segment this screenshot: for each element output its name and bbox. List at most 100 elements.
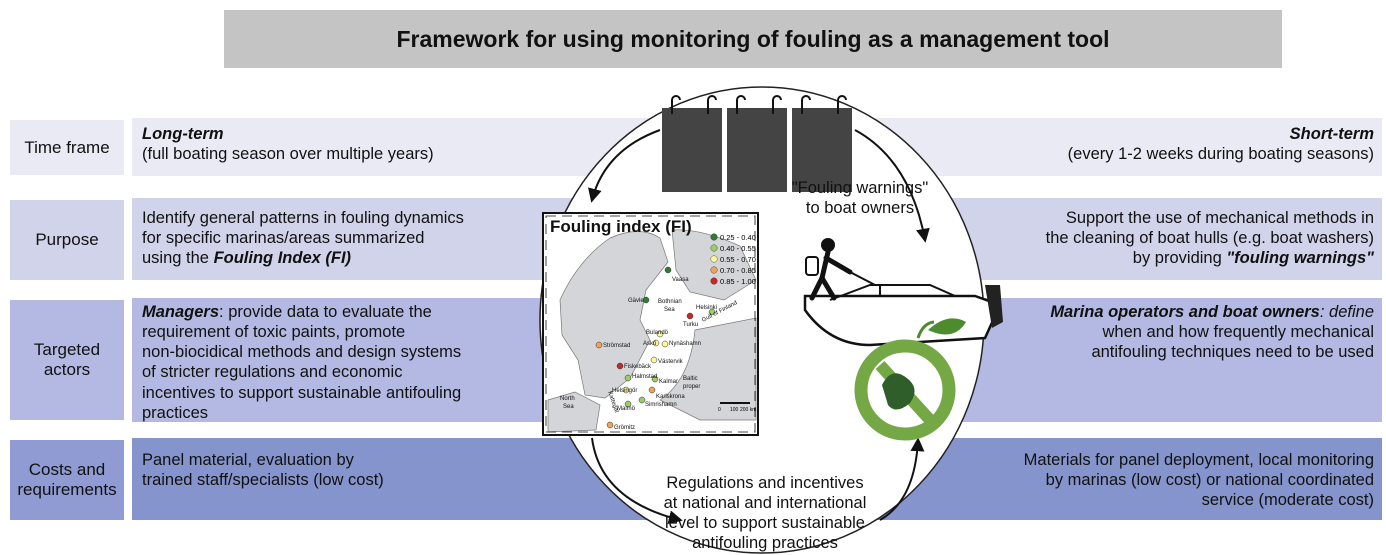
station-halmstad	[624, 374, 632, 382]
marina-operators-heading: Marina operators and boat owners	[1050, 303, 1320, 321]
row-label-text: Costs and	[28, 460, 106, 480]
short-term-heading: Short-term	[1289, 125, 1374, 143]
station-gromitz	[606, 421, 614, 429]
fouling-warnings-emphasis: "fouling warnings"	[1226, 249, 1374, 268]
arrow-to-warnings	[854, 129, 930, 243]
costs-left: Panel material, evaluation by trained st…	[142, 450, 562, 490]
baltic-states-landmass	[659, 317, 757, 421]
station-fiskeback	[616, 362, 624, 370]
row-label-purpose: Purpose	[10, 200, 124, 280]
place-label: Vaasa	[672, 277, 689, 283]
costs-left-line: trained staff/specialists (low cost)	[142, 471, 384, 490]
costs-right-line: by marinas (low cost) or national coordi…	[1045, 471, 1374, 490]
place-label: Baltic	[683, 376, 698, 382]
regulations-text: antifouling practices	[692, 534, 838, 552]
legend-label: 0.70 - 0.85	[720, 266, 756, 275]
purpose-left-line: using the	[142, 249, 214, 268]
targeted-right-line: : define	[1319, 303, 1374, 321]
station-vastervik	[650, 356, 658, 364]
place-label: Turku	[683, 322, 698, 328]
long-term-heading: Long-term	[142, 125, 224, 143]
regulations-text: level to support sustainable	[665, 514, 865, 532]
purpose-left-line: for specific marinas/areas summarized	[142, 229, 425, 248]
short-term-text: (every 1-2 weeks during boating seasons)	[1067, 145, 1374, 164]
row-label-time-frame: Time frame	[10, 120, 124, 175]
place-label: Fiskebäck	[624, 364, 652, 370]
fouling-warnings-text: to boat owners	[806, 199, 914, 217]
managers-heading: Managers	[142, 303, 220, 321]
targeted-right-line: antifouling techniques need to be used	[1091, 343, 1374, 362]
purpose-right-line: the cleaning of boat hulls (e.g. boat wa…	[1045, 229, 1374, 248]
legend-label: 0.25 - 0.40	[720, 233, 756, 242]
fouling-warnings-text: "Fouling warnings"	[792, 179, 929, 197]
station-helsingor	[622, 386, 630, 394]
targeted-left-line: : provide data to evaluate the	[219, 303, 432, 321]
place-label: Karlskrona	[656, 394, 685, 400]
place-label: Grömitz	[614, 425, 635, 431]
time-frame-left: Long-term (full boating season over mult…	[142, 124, 562, 164]
legend-dot	[710, 233, 718, 241]
station-simrishamn	[638, 396, 646, 404]
targeted-left-line: practices	[142, 403, 209, 422]
scale-label: 100	[730, 407, 739, 413]
place-label: Kalmar	[659, 379, 678, 385]
row-label-text: requirements	[17, 480, 117, 499]
legend-label: 0.85 - 1.00	[720, 277, 756, 286]
purpose-right-line: Support the use of mechanical methods in	[1065, 209, 1374, 227]
title-banner: Framework for using monitoring of foulin…	[224, 10, 1282, 68]
place-label: Strömstad	[603, 343, 630, 349]
denmark-landmass	[547, 391, 601, 433]
station-stromstad	[595, 341, 603, 349]
legend-dot	[710, 255, 718, 263]
scale-label: 200 km	[740, 407, 756, 413]
map-legend: 0.25 - 0.40 0.40 - 0.55 0.55 - 0.70 0.70…	[710, 233, 756, 286]
place-label: Bothnian	[658, 299, 682, 305]
station-bulando	[656, 330, 664, 338]
long-term-text: (full boating season over multiple years…	[142, 145, 434, 164]
place-label: North	[560, 396, 575, 402]
targeted-right-line: when and how frequently mechanical	[1102, 323, 1374, 342]
scale-label: 0	[718, 407, 721, 413]
sweden-landmass	[559, 231, 669, 399]
costs-right-line: service (moderate cost)	[1201, 491, 1374, 510]
place-label: Halmstad	[632, 374, 657, 380]
purpose-right-line: by providing	[1132, 249, 1227, 268]
legend-dot	[710, 266, 718, 274]
place-label: Bulandö	[646, 330, 669, 336]
purpose-left: Identify general patterns in fouling dyn…	[142, 208, 562, 268]
legend-dot	[710, 244, 718, 252]
purpose-right: Support the use of mechanical methods in…	[900, 208, 1374, 268]
place-label: Malmö	[617, 406, 636, 412]
place-label: Västervik	[658, 359, 684, 365]
place-label: Simrishamn	[645, 402, 677, 408]
calendar-icon	[662, 95, 852, 192]
station-kalmar	[651, 375, 659, 383]
targeted-left-line: non-biocidical methods and design system…	[142, 343, 462, 362]
station-karlskrona	[648, 386, 656, 394]
targeted-left: Managers: provide data to evaluate the r…	[142, 302, 562, 423]
place-label: Helsinki	[696, 305, 717, 311]
arrow-to-map	[588, 129, 661, 203]
costs-right: Materials for panel deployment, local mo…	[900, 450, 1374, 510]
station-nynashamn	[661, 340, 669, 348]
row-label-text: Time frame	[24, 137, 110, 157]
targeted-left-line: requirement of toxic paints, promote	[142, 323, 406, 342]
place-label: Nynäshamn	[669, 341, 701, 347]
place-label: Sea	[563, 404, 574, 410]
place-label: Sea	[664, 307, 675, 313]
place-label: Helsingör	[612, 388, 637, 394]
anti-fouling-icon	[854, 318, 966, 441]
station-gavle	[642, 296, 650, 304]
purpose-left-line: Identify general patterns in fouling dyn…	[142, 209, 464, 227]
scale-bar: 0 100 200 km	[718, 402, 756, 413]
targeted-left-line: of stricter regulations and economic	[142, 363, 403, 382]
row-label-text: actors	[43, 360, 91, 379]
regulations-text: at national and international	[664, 494, 867, 512]
time-frame-right: Short-term (every 1-2 weeks during boati…	[900, 124, 1374, 164]
station-vaasa	[664, 266, 672, 274]
fouling-index-map: Fouling index (FI) 0.25 - 0.40 0.40 - 0.…	[542, 212, 759, 436]
row-label-text: Purpose	[35, 230, 99, 250]
